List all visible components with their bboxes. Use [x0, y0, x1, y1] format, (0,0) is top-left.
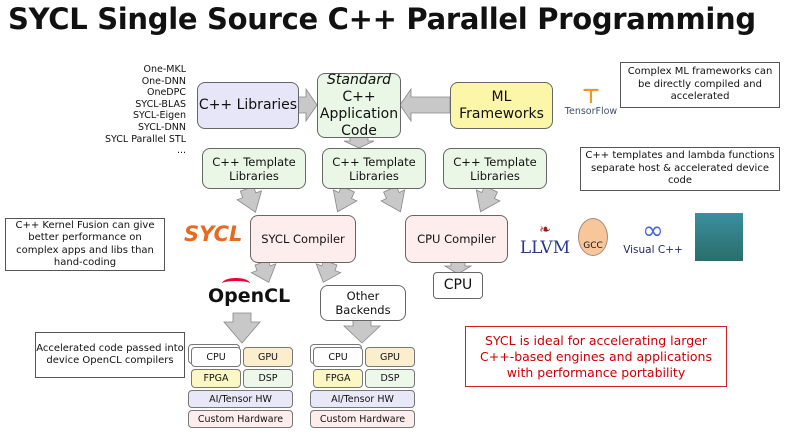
kernel-fusion-callout: C++ Kernel Fusion can give better perfor… — [5, 218, 165, 271]
list-item: One-MKL — [143, 64, 187, 75]
hardware-stack-other: CPU GPU FPGA DSP AI/Tensor HW Custom Har… — [310, 344, 416, 430]
sycl-compiler-box: SYCL Compiler — [250, 215, 356, 263]
templates-callout: C++ templates and lambda functions separ… — [580, 147, 780, 191]
opencl-logo: OpenCL — [208, 285, 291, 307]
standard-cpp-application-box: Standard C++ Application Code — [317, 71, 401, 139]
custom-hardware-device: Custom Hardware — [188, 410, 293, 428]
ml-callout: Complex ML frameworks can be directly co… — [620, 62, 780, 108]
fpga-device: FPGA — [191, 369, 241, 388]
opencl-arc-icon — [222, 278, 250, 289]
ai-tensor-device: AI/Tensor HW — [188, 390, 293, 408]
template-libraries-box: C++ Template Libraries — [202, 148, 306, 189]
application-code-label: C++ Application Code — [319, 88, 399, 139]
list-item: SYCL-BLAS — [135, 98, 186, 110]
dsp-device: DSP — [243, 369, 293, 388]
template-libraries-box: C++ Template Libraries — [322, 148, 426, 189]
dragon-icon: ❧ — [539, 222, 551, 238]
ml-frameworks-box: ML Frameworks — [450, 82, 553, 129]
cpu-device: CPU — [191, 347, 241, 367]
tensorflow-logo: ⊤ TensorFlow — [560, 86, 622, 117]
tensorflow-icon: ⊤ — [581, 84, 601, 108]
arrow-down-icon — [332, 185, 358, 213]
arrow-down-icon — [342, 319, 382, 344]
list-item: OneDPC — [146, 87, 186, 99]
infinity-icon: ∞ — [642, 216, 664, 246]
ai-tensor-device: AI/Tensor HW — [310, 390, 415, 408]
arrow-left-icon — [399, 87, 451, 123]
llvm-logo: ❧LLVM — [515, 222, 575, 262]
arrow-down-icon — [223, 312, 261, 344]
tensorflow-label: TensorFlow — [564, 106, 618, 117]
arrow-down-icon — [236, 185, 263, 213]
library-list: One-MKL One-DNN OneDPC SYCL-BLAS SYCL-Ei… — [90, 64, 186, 157]
accelerated-code-callout: Accelerated code passed into device Open… — [35, 332, 185, 378]
fpga-device: FPGA — [313, 369, 363, 388]
dsp-device: DSP — [365, 369, 415, 388]
custom-hardware-device: Custom Hardware — [310, 410, 415, 428]
list-item: SYCL Parallel STL — [104, 133, 186, 145]
list-item: One-DNN — [141, 75, 186, 87]
gpu-device: GPU — [243, 347, 293, 367]
template-libraries-box: C++ Template Libraries — [443, 148, 547, 189]
list-item: SYCL-Eigen — [132, 110, 186, 122]
list-item: ... — [176, 145, 186, 157]
arrow-down-icon — [475, 185, 501, 213]
standard-label: Standard — [327, 71, 391, 88]
hardware-stack-opencl: CPU GPU FPGA DSP AI/Tensor HW Custom Har… — [188, 344, 294, 430]
gpu-device: GPU — [365, 347, 415, 367]
visual-cpp-label: Visual C++ — [623, 244, 683, 256]
cpu-compiler-box: CPU Compiler — [405, 215, 508, 263]
list-item: SYCL-DNN — [137, 121, 186, 133]
xl-compilers-book-cover — [695, 213, 743, 261]
cpp-libraries-box: C++ Libraries — [197, 82, 299, 129]
gcc-logo: GCC — [578, 218, 608, 256]
sycl-highlight-box: SYCL is ideal for accelerating larger C+… — [465, 326, 727, 387]
cpu-device: CPU — [313, 347, 363, 367]
visual-cpp-logo: ∞ Visual C++ — [620, 218, 686, 256]
cpu-box: CPU — [433, 272, 483, 299]
arrow-right-icon — [297, 87, 318, 123]
llvm-label: LLVM — [519, 238, 571, 258]
arrow-down-icon — [315, 259, 342, 283]
sycl-logo: SYCL — [184, 222, 243, 246]
page-title: SYCL Single Source C++ Parallel Programm… — [8, 2, 756, 36]
other-backends-box: Other Backends — [320, 285, 406, 321]
